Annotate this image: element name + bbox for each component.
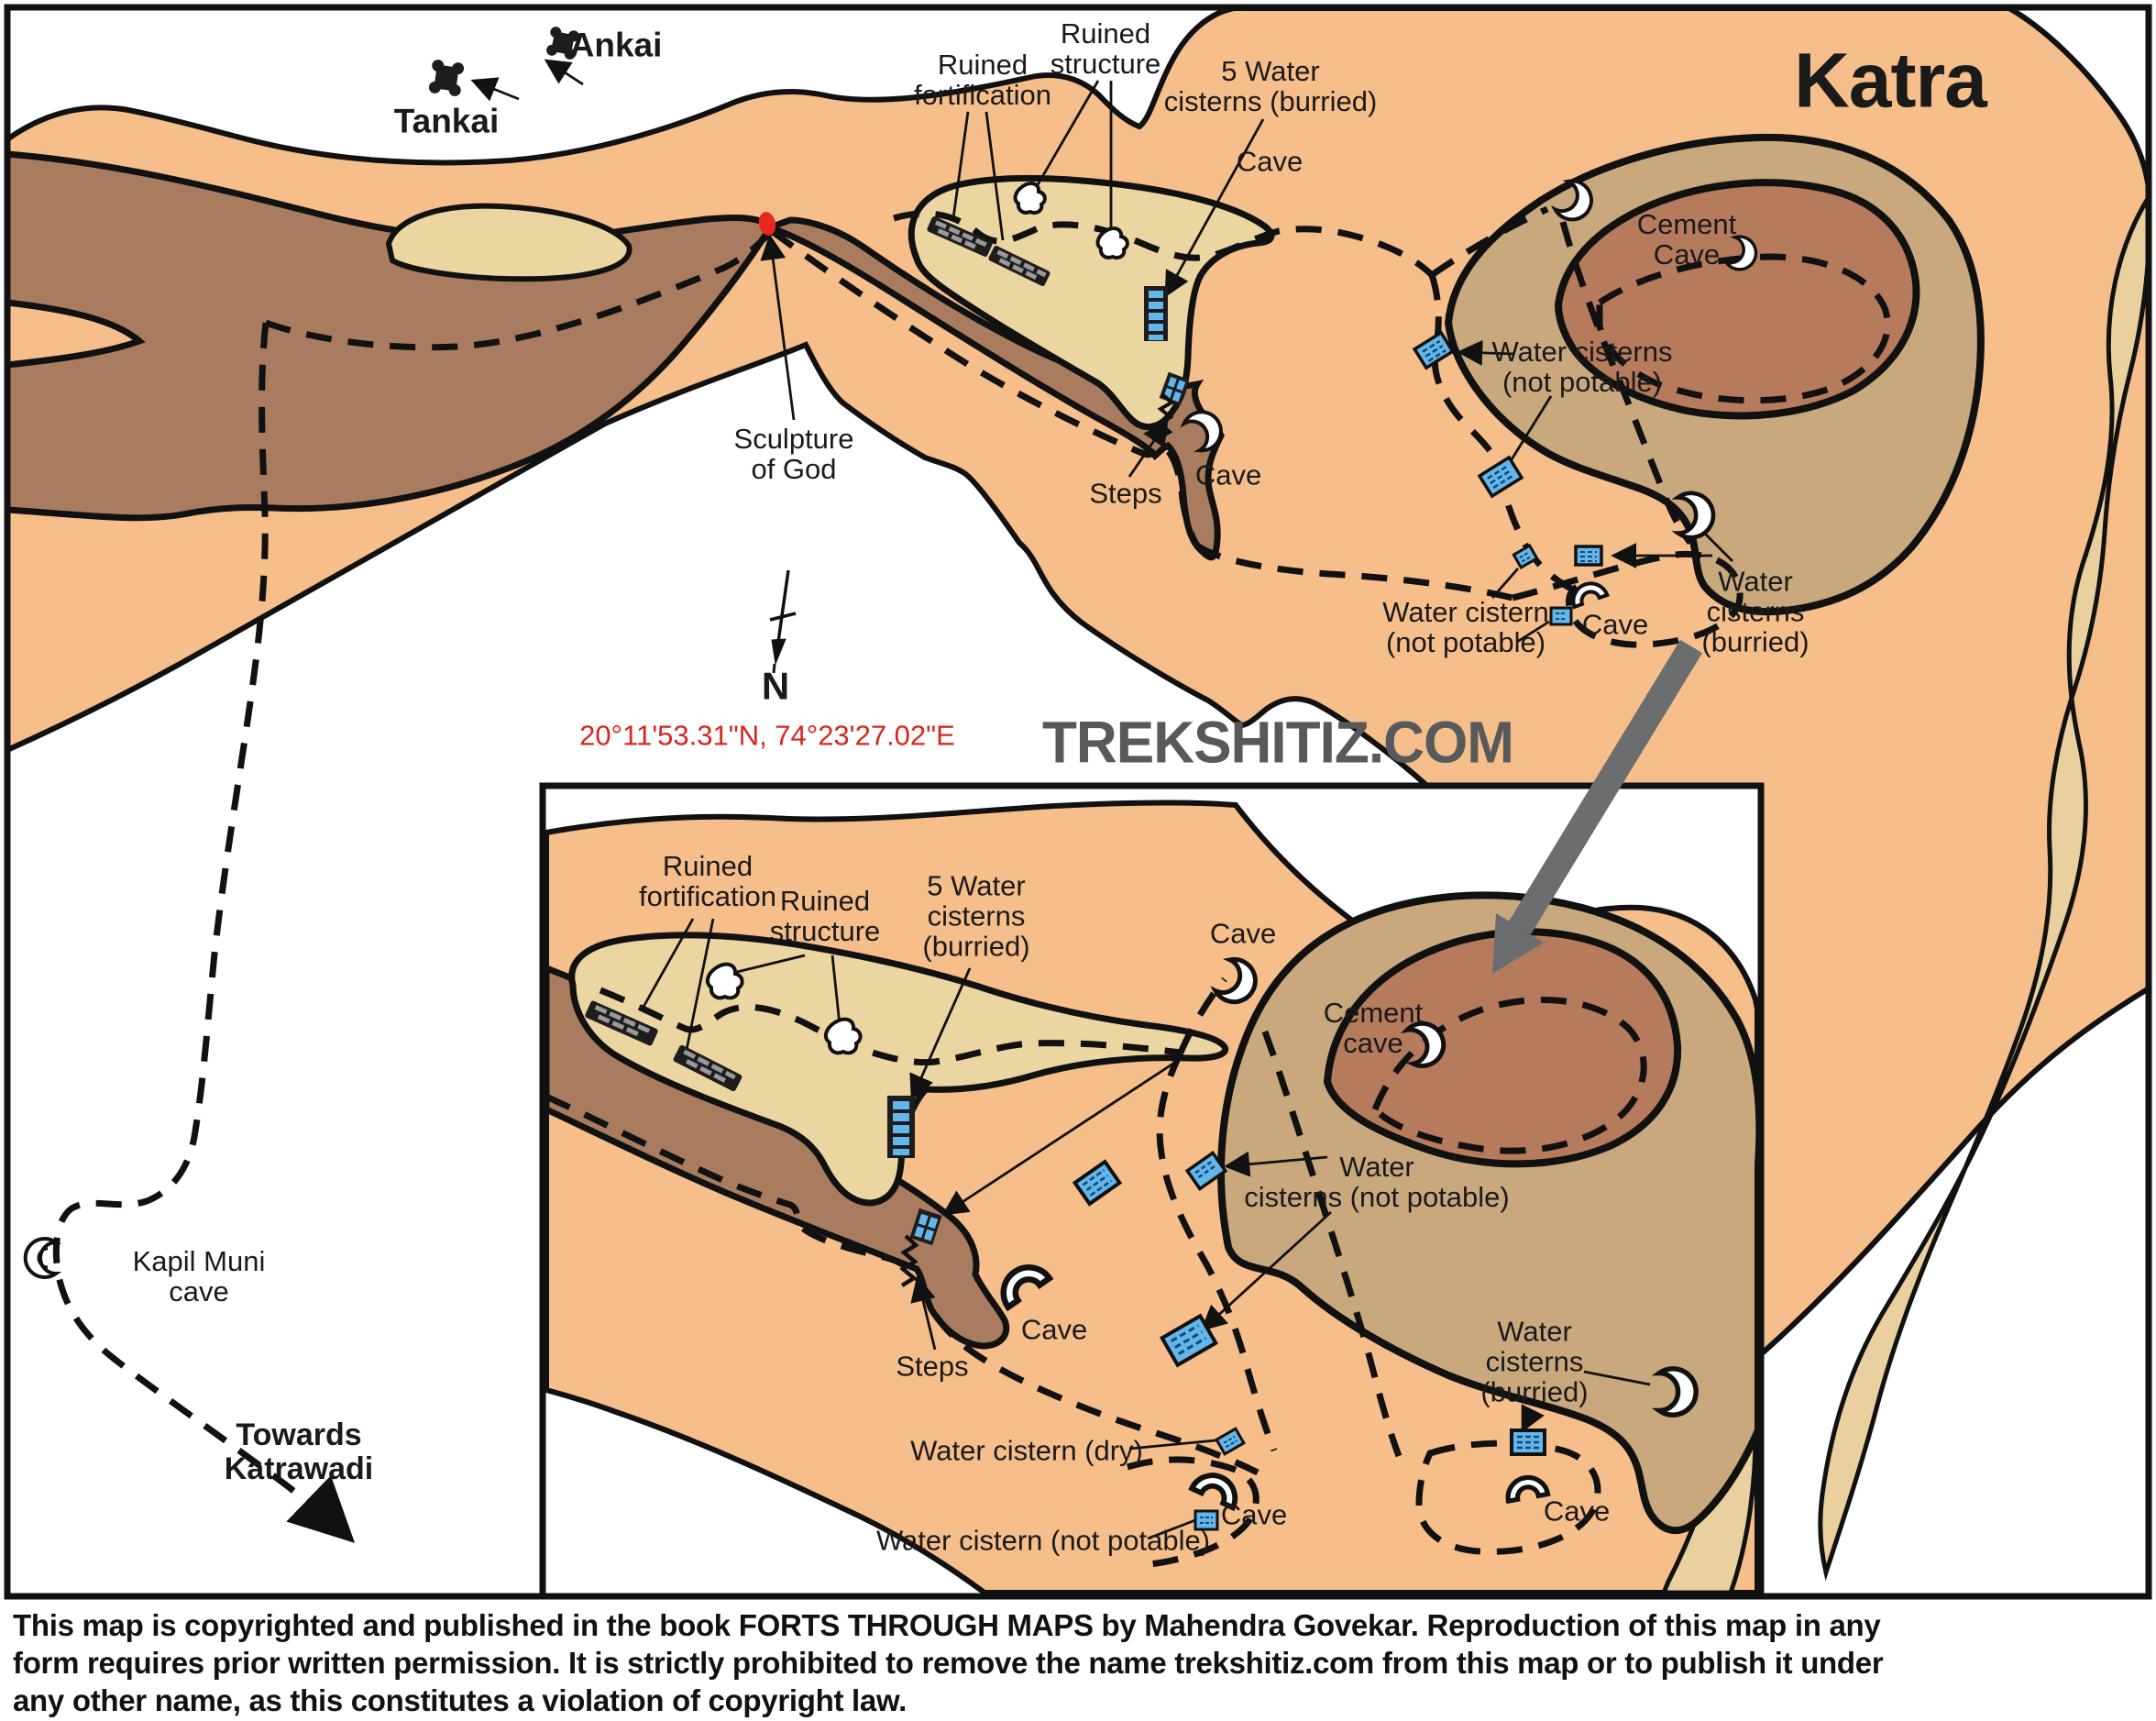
inset-steps-cistern-icon: [909, 1208, 942, 1246]
copyright-notice: This map is copyrighted and published in…: [13, 1608, 1884, 1717]
inset-ruined-structure-icon: [705, 962, 863, 1055]
inset-label-water-cisterns-not-potable: Water cisterns (not potable): [1244, 1151, 1510, 1213]
tankai-fort-icon: [428, 60, 465, 96]
label-ruined-structure: Ruined structure: [1050, 17, 1161, 80]
inset-five-water-cisterns-icon: [887, 1096, 915, 1158]
kapil-muni-cave-icon: [23, 1237, 62, 1279]
inset-water-cistern-icon: [1072, 1150, 1546, 1531]
inset-steps-icon: [899, 1234, 919, 1287]
compass-icon: [769, 569, 797, 674]
gps-coordinates: 20°11'53.31"N, 74°23'27.02"E: [579, 719, 955, 752]
ruined-structure-icon: [1013, 182, 1129, 259]
central-plateau: [908, 174, 1275, 430]
inset-ruined-fortification-wall-icon: [585, 1000, 742, 1092]
inset-label-cave-loop: Cave: [1543, 1495, 1611, 1528]
label-water-cistern-not-potable: Water cistern (not potable): [1382, 596, 1549, 658]
label-sculpture-of-god: Sculpture of God: [733, 423, 854, 485]
label-water-cisterns-not-potable: Water cisterns (not potable): [1491, 336, 1673, 398]
leader-lines: [470, 59, 1733, 1540]
inset-plateau: [568, 932, 1229, 1207]
label-cave-top: Cave: [1236, 145, 1304, 178]
inset-east-hill-summit: [1323, 928, 1682, 1168]
inset-label-water-cistern-not-potable: Water cistern (not potable): [875, 1524, 1211, 1557]
ankai-fort-icon: [546, 27, 579, 60]
label-five-water-cisterns: 5 Water cisterns (burried): [1163, 55, 1378, 117]
inset-label-steps: Steps: [896, 1350, 969, 1383]
inset-label-ruined-fortification: Ruined fortification: [639, 850, 776, 912]
east-hill-summit: [1554, 179, 1920, 420]
inset-label-cave-steps: Cave: [1020, 1313, 1088, 1346]
sculpture-of-god-dot: [758, 212, 776, 236]
right-slope-strip: [1818, 189, 2151, 1582]
label-towards-katrawadi: Towards Katrawadi: [224, 1418, 374, 1486]
water-cistern-icon: [1412, 330, 1603, 626]
inset-pointer-arrow: [1492, 639, 1702, 974]
fort-label-tankai: Tankai: [393, 102, 500, 140]
inset-label-five-water-cisterns: 5 Water cisterns (burried): [922, 869, 1030, 963]
inset-label-water-cistern-dry: Water cistern (dry): [910, 1434, 1143, 1467]
five-water-cisterns-icon: [1144, 286, 1168, 341]
main-trails: [52, 205, 1891, 1543]
inset-label-cave-bottom: Cave: [1220, 1498, 1288, 1531]
inset-label-ruined-structure: Ruined structure: [769, 885, 881, 947]
inset-label-cement-cave: Cement cave: [1323, 997, 1424, 1059]
watermark: TREKSHITIZ.COM: [1041, 709, 1514, 776]
label-cave-lower: Cave: [1581, 608, 1649, 641]
label-cave-steps: Cave: [1194, 458, 1262, 491]
label-steps: Steps: [1089, 477, 1162, 510]
fort-label-ankai: Ankai: [569, 26, 663, 64]
ruined-fortification-wall-icon: [927, 216, 1050, 286]
map-border: [4, 4, 2152, 1600]
inset-cave-icon: [1000, 956, 1699, 1512]
steps-icon: [1156, 392, 1175, 440]
map-title: Katra: [1794, 37, 1987, 124]
label-kapil-muni-cave: Kapil Muni cave: [132, 1245, 266, 1307]
west-summit-plateau: [385, 203, 632, 282]
inset-label-cave-top: Cave: [1209, 917, 1277, 950]
label-cement-cave: Cement Cave: [1636, 208, 1737, 270]
label-ruined-fortification: Ruined fortification: [914, 49, 1051, 111]
cave-icon: [1180, 179, 1758, 610]
label-water-cisterns-burried: Water cisterns (burried): [1701, 565, 1810, 658]
compass-north-label: N: [761, 664, 790, 708]
inset-label-water-cisterns-burried: Water cisterns (burried): [1480, 1315, 1589, 1408]
